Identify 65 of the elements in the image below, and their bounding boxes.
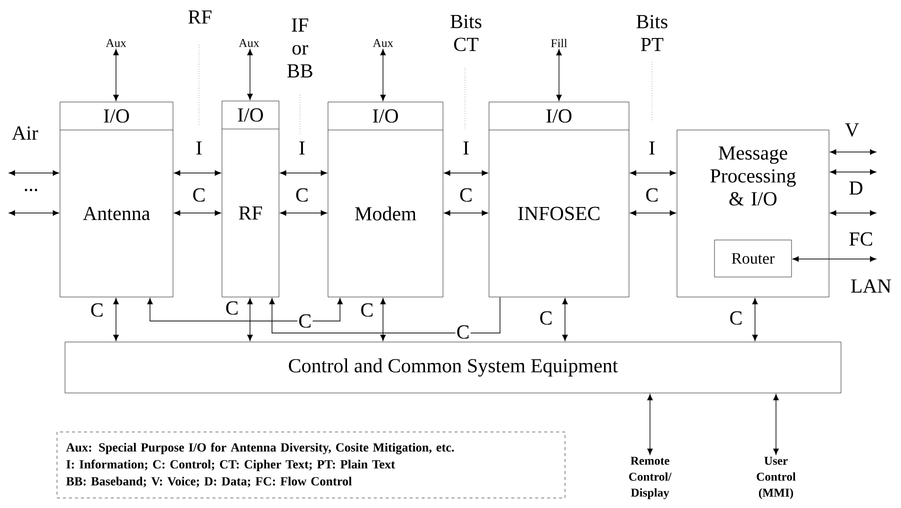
signal-label: Air bbox=[12, 126, 38, 140]
port-label: Aux bbox=[238, 39, 260, 47]
process-box: I/O Antenna bbox=[60, 102, 174, 298]
arrow bbox=[444, 170, 488, 176]
arrow bbox=[174, 170, 221, 176]
arrow bbox=[269, 296, 500, 334]
edge-label: I bbox=[462, 140, 470, 156]
arrow bbox=[647, 394, 653, 455]
process-box: I/O Modem bbox=[328, 102, 444, 298]
arrow bbox=[380, 298, 386, 341]
edge-label: D bbox=[848, 180, 864, 196]
port-label: Fill bbox=[551, 38, 568, 48]
equipment-box: Control and Common System Equipment bbox=[64, 342, 842, 394]
arrow bbox=[556, 49, 562, 101]
arrow bbox=[773, 394, 779, 455]
port-label: Aux bbox=[372, 39, 394, 47]
arrow bbox=[174, 210, 221, 216]
edge-label: C bbox=[191, 187, 207, 203]
arrow bbox=[8, 210, 59, 216]
signal-label: Bits CT bbox=[450, 14, 482, 52]
arrow bbox=[247, 298, 253, 341]
arrow bbox=[8, 170, 59, 176]
signal-label: Bits PT bbox=[636, 14, 668, 52]
arrow bbox=[113, 49, 119, 101]
edge-label: C bbox=[359, 302, 375, 318]
arrow bbox=[247, 49, 253, 100]
arrow bbox=[147, 298, 343, 322]
edge-label: I bbox=[298, 140, 306, 156]
edge-label: FC bbox=[848, 231, 874, 247]
port-label: Aux bbox=[106, 39, 126, 47]
arrow bbox=[444, 210, 488, 216]
arrow bbox=[630, 210, 676, 216]
edge-label: I bbox=[648, 140, 656, 156]
edge-label: C bbox=[89, 302, 105, 318]
signal-label: RF bbox=[188, 10, 212, 24]
arrow bbox=[380, 49, 386, 101]
arrow bbox=[752, 298, 758, 341]
interface-label: Remote Control/ Display bbox=[629, 456, 672, 500]
signal-label: ... bbox=[24, 188, 38, 192]
edge-label: C bbox=[458, 187, 474, 203]
interface-label: User Control (MMI) bbox=[756, 456, 796, 500]
arrow bbox=[630, 170, 676, 176]
edge-label: C bbox=[224, 300, 240, 316]
arrow bbox=[562, 298, 568, 341]
arrow bbox=[280, 210, 327, 216]
edge-label: C bbox=[455, 324, 471, 340]
edge-label: V bbox=[844, 122, 860, 138]
signal-label: IF or BB bbox=[287, 18, 312, 78]
process-box: I/O INFOSEC bbox=[488, 102, 630, 298]
edge-label: C bbox=[294, 187, 310, 203]
arrow bbox=[830, 169, 876, 175]
router-box: Router bbox=[714, 240, 792, 278]
edge-label: I bbox=[194, 140, 204, 156]
edge-label: LAN bbox=[850, 278, 892, 294]
arrow bbox=[830, 210, 876, 216]
arrow bbox=[280, 170, 327, 176]
edge-label: C bbox=[538, 310, 554, 326]
process-box: I/O RF bbox=[222, 100, 280, 298]
arrow bbox=[792, 256, 876, 262]
arrow bbox=[113, 298, 119, 341]
abbreviation-key: Aux: Special Purpose I/O for Antenna Diversity, Cosite Mitigation, etc. I: Information; C: Control; CT: Cipher Text; PT: Plain Text BB: Baseband; V: Voice; D: Data; FC: Flow Control bbox=[56, 432, 566, 498]
edge-label: C bbox=[728, 310, 744, 326]
edge-label: C bbox=[297, 313, 313, 329]
arrow bbox=[830, 149, 876, 155]
edge-label: C bbox=[644, 187, 660, 203]
